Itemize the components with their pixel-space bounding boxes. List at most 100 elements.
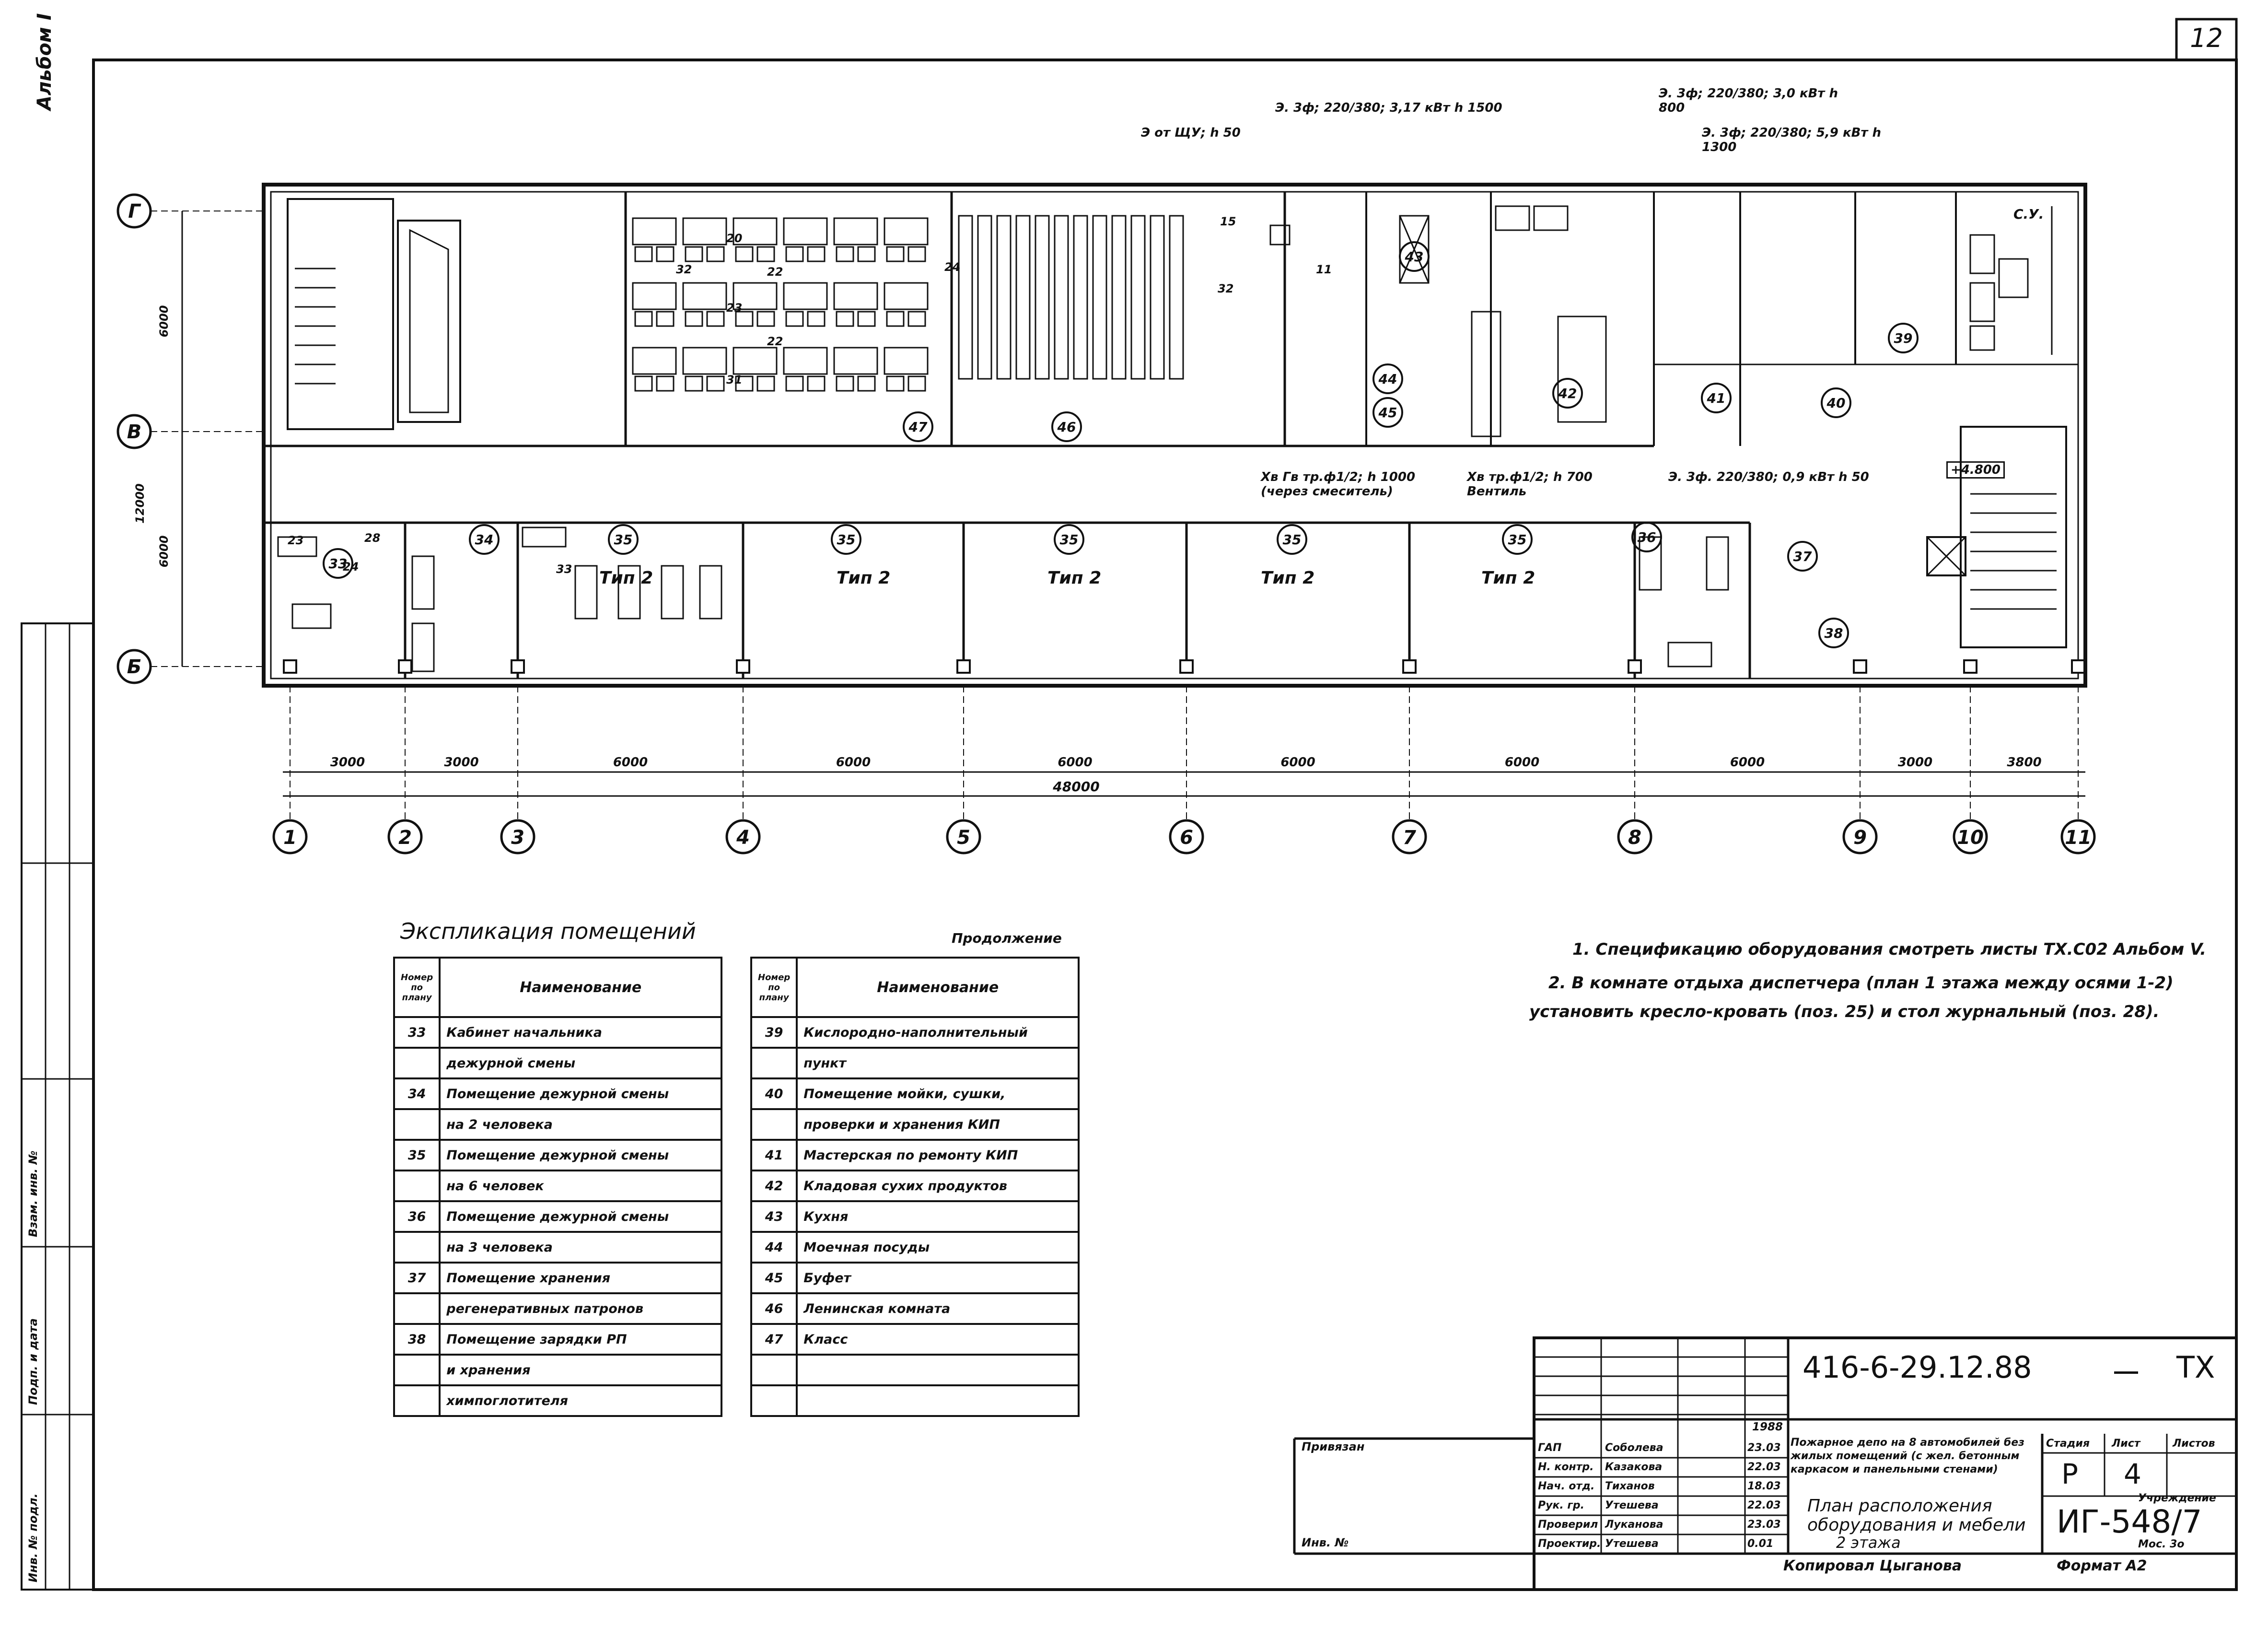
column-8: [1628, 659, 1642, 674]
table-row: [750, 1354, 1080, 1386]
class-desk: [783, 217, 828, 246]
equipment-number: 28: [364, 531, 380, 545]
signature-date: 18.03: [1747, 1480, 1781, 1492]
signature-role: Нач. отд.: [1538, 1480, 1595, 1492]
sheet-title-2: оборудования и мебели: [1807, 1515, 2026, 1535]
span-dimension: 3000: [330, 755, 365, 770]
seat-row: [1092, 215, 1107, 380]
room-tag: [1552, 378, 1583, 409]
class-desk: [884, 282, 929, 310]
table-row: регенеративных патронов: [393, 1292, 723, 1325]
institution: ИГ-548/7: [2057, 1503, 2202, 1540]
axis-bubble-11: [2060, 819, 2096, 854]
chair: [836, 375, 854, 392]
room-name: Помещение дежурной смены: [439, 1200, 723, 1233]
room-tag: [1277, 524, 1307, 555]
seat-row: [996, 215, 1012, 380]
axis-label-Г: Г: [128, 200, 141, 222]
room-number: 44: [750, 1231, 798, 1264]
chair: [785, 246, 804, 262]
equipment-number: 32: [1218, 282, 1233, 295]
chair: [706, 375, 725, 392]
table-row: пункт: [750, 1047, 1080, 1079]
column-6: [1179, 659, 1194, 674]
sheet-no: 4: [2124, 1458, 2141, 1490]
room-number: [393, 1108, 441, 1141]
table-row: проверки и хранения КИП: [750, 1108, 1080, 1141]
sheets-label: Листов: [2173, 1438, 2215, 1450]
room-number: 33: [393, 1016, 441, 1049]
chair: [886, 311, 905, 327]
chair: [857, 311, 876, 327]
span-dimension: 6000: [1505, 755, 1539, 770]
signature-date: 23.03: [1747, 1442, 1781, 1454]
axis-bubble-10: [1953, 819, 1988, 854]
room-number: 37: [393, 1262, 441, 1294]
chair: [656, 246, 675, 262]
room-name: Кабинет начальника: [439, 1016, 723, 1049]
chair: [756, 246, 775, 262]
room-number: 43: [750, 1200, 798, 1233]
span-dimension: 6000: [613, 755, 648, 770]
table-row: на 2 человека: [393, 1108, 723, 1141]
room-name: Ленинская комната: [796, 1292, 1080, 1325]
room-number: 40: [750, 1077, 798, 1110]
chair: [735, 246, 754, 262]
room-tag-number: 34: [475, 532, 494, 548]
room-tag: [1054, 524, 1084, 555]
room-number: 45: [750, 1262, 798, 1294]
class-desk: [833, 217, 878, 246]
room-tag: [1051, 411, 1082, 442]
span-dimension: 6000: [1058, 755, 1092, 770]
room-name: Класс: [796, 1323, 1080, 1356]
room-tag: [1631, 522, 1662, 552]
axis-bubble-2: [387, 819, 423, 854]
chair: [756, 375, 775, 392]
room-tag: [1701, 383, 1732, 413]
vertical-dimension: 6000: [157, 536, 171, 568]
room-tag-number: 47: [908, 419, 928, 435]
designation: 416-6-29.12.88: [1803, 1350, 2032, 1385]
room-number: [750, 1047, 798, 1079]
chair: [857, 246, 876, 262]
room-name: пункт: [796, 1047, 1080, 1079]
class-desk: [783, 282, 828, 310]
vertical-dimension: 6000: [157, 305, 171, 338]
room-tag: [831, 524, 861, 555]
side-stamp-1: Инв. № подл.: [26, 1493, 40, 1582]
chair: [857, 375, 876, 392]
signature-name: Тиханов: [1605, 1480, 1655, 1492]
col-number-header: Номер по плану: [393, 957, 441, 1018]
equipment-number: 20: [726, 232, 742, 245]
stage-label: Стадия: [2046, 1438, 2090, 1450]
axis-bubble-6: [1169, 819, 1204, 854]
chair: [886, 375, 905, 392]
type-label-3: Тип 2: [1047, 568, 1102, 588]
room-name: Мастерская по ремонту КИП: [796, 1139, 1080, 1171]
sheet-label: Лист: [2112, 1438, 2140, 1450]
equipment-number: 32: [676, 263, 692, 276]
column-1: [283, 659, 297, 674]
table-row: дежурной смены: [393, 1047, 723, 1079]
room-tag-number: 37: [1793, 549, 1812, 564]
table-row: на 6 человек: [393, 1170, 723, 1202]
room-tag-number: 41: [1707, 390, 1726, 406]
room-name: на 2 человека: [439, 1108, 723, 1141]
room-tag-number: 40: [1826, 395, 1846, 411]
note-2: 2. В комнате отдыха диспетчера (план 1 э…: [1548, 973, 2174, 993]
room-name: [796, 1354, 1080, 1386]
room-name: [796, 1384, 1080, 1417]
room-tag-number: 44: [1378, 371, 1397, 387]
designation-dash: [2114, 1371, 2138, 1374]
